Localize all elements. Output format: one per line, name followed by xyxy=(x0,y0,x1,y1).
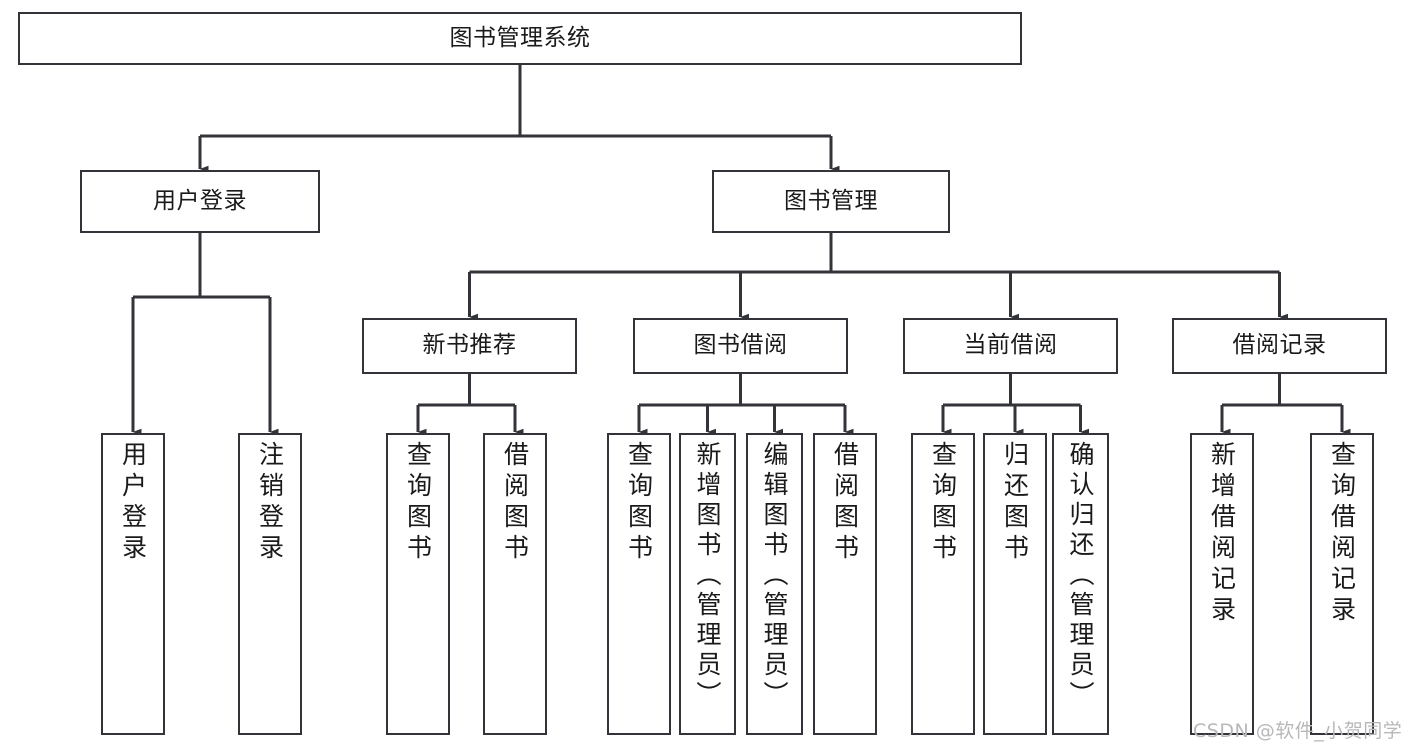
node-label: 查询图书 xyxy=(403,441,433,565)
node-leaf-logout[interactable]: 注销登录 xyxy=(238,433,302,735)
node-leaf-borrow-book-1[interactable]: 借阅图书 xyxy=(483,433,547,735)
node-leaf-confirm-return[interactable]: 确认归还（管理员） xyxy=(1052,433,1109,735)
node-l1-book-manage[interactable]: 图书管理 xyxy=(712,170,950,233)
node-label: 查询图书 xyxy=(624,441,654,565)
node-leaf-add-record[interactable]: 新增借阅记录 xyxy=(1190,433,1254,735)
node-label: 借阅记录 xyxy=(1232,332,1327,359)
node-label: 注销登录 xyxy=(255,441,285,565)
node-leaf-query-book-1[interactable]: 查询图书 xyxy=(386,433,450,735)
node-label: 用户登录 xyxy=(118,441,148,565)
node-label: 新书推荐 xyxy=(422,332,517,359)
node-label: 图书借阅 xyxy=(693,332,788,359)
node-root[interactable]: 图书管理系统 xyxy=(18,12,1022,65)
node-leaf-edit-book[interactable]: 编辑图书（管理员） xyxy=(746,433,803,735)
node-label: 借阅图书 xyxy=(830,441,860,565)
node-label: 用户登录 xyxy=(153,187,247,214)
node-label: 图书管理系统 xyxy=(449,24,591,51)
node-label: 借阅图书 xyxy=(500,441,530,565)
node-l2-borrow-record[interactable]: 借阅记录 xyxy=(1172,318,1387,374)
node-leaf-add-book[interactable]: 新增图书（管理员） xyxy=(679,433,736,735)
node-l1-user-login[interactable]: 用户登录 xyxy=(80,170,320,233)
node-leaf-user-login[interactable]: 用户登录 xyxy=(101,433,165,735)
node-leaf-borrow-book-2[interactable]: 借阅图书 xyxy=(813,433,877,735)
node-leaf-query-book-3[interactable]: 查询图书 xyxy=(911,433,975,735)
node-label: 编辑图书（管理员） xyxy=(760,441,789,711)
node-l2-book-borrow[interactable]: 图书借阅 xyxy=(633,318,848,374)
node-leaf-query-book-2[interactable]: 查询图书 xyxy=(607,433,671,735)
node-label: 新增图书（管理员） xyxy=(693,441,722,711)
node-leaf-return-book[interactable]: 归还图书 xyxy=(983,433,1047,735)
node-l2-current-borrow[interactable]: 当前借阅 xyxy=(903,318,1118,374)
node-label: 当前借阅 xyxy=(963,332,1058,359)
node-label: 归还图书 xyxy=(1000,441,1030,565)
node-label: 查询图书 xyxy=(928,441,958,565)
watermark-label: CSDN @软件_小贺同学 xyxy=(1193,720,1403,742)
node-label: 新增借阅记录 xyxy=(1207,441,1237,627)
node-l2-new-book-rec[interactable]: 新书推荐 xyxy=(362,318,577,374)
node-label: 确认归还（管理员） xyxy=(1066,441,1095,711)
node-label: 图书管理 xyxy=(784,187,878,214)
node-label: 查询借阅记录 xyxy=(1327,441,1357,627)
node-leaf-query-record[interactable]: 查询借阅记录 xyxy=(1310,433,1374,735)
